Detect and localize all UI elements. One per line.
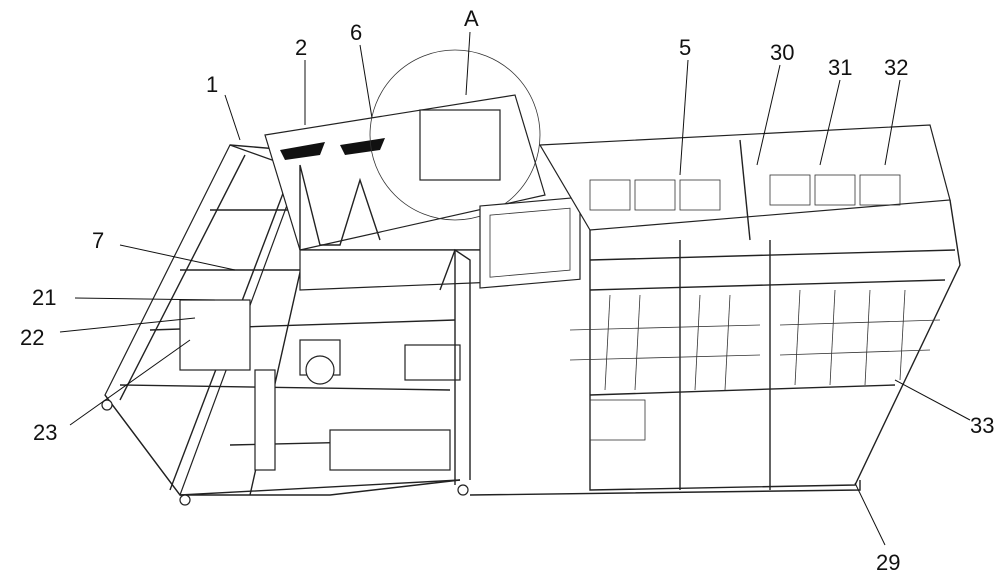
label-2: 2: [295, 35, 307, 60]
right-storage-frames: [470, 125, 960, 495]
label-1: 1: [206, 72, 218, 97]
label-32: 32: [884, 55, 908, 80]
label-23: 23: [33, 420, 57, 445]
label-29: 29: [876, 550, 900, 575]
label-5: 5: [679, 35, 691, 60]
label-7: 7: [92, 228, 104, 253]
label-30: 30: [770, 40, 794, 65]
label-6: 6: [350, 20, 362, 45]
label-33: 33: [970, 413, 994, 438]
label-31: 31: [828, 55, 852, 80]
label-21: 21: [32, 285, 56, 310]
touch-screen: [480, 197, 580, 288]
label-A: A: [464, 6, 479, 31]
label-22: 22: [20, 325, 44, 350]
